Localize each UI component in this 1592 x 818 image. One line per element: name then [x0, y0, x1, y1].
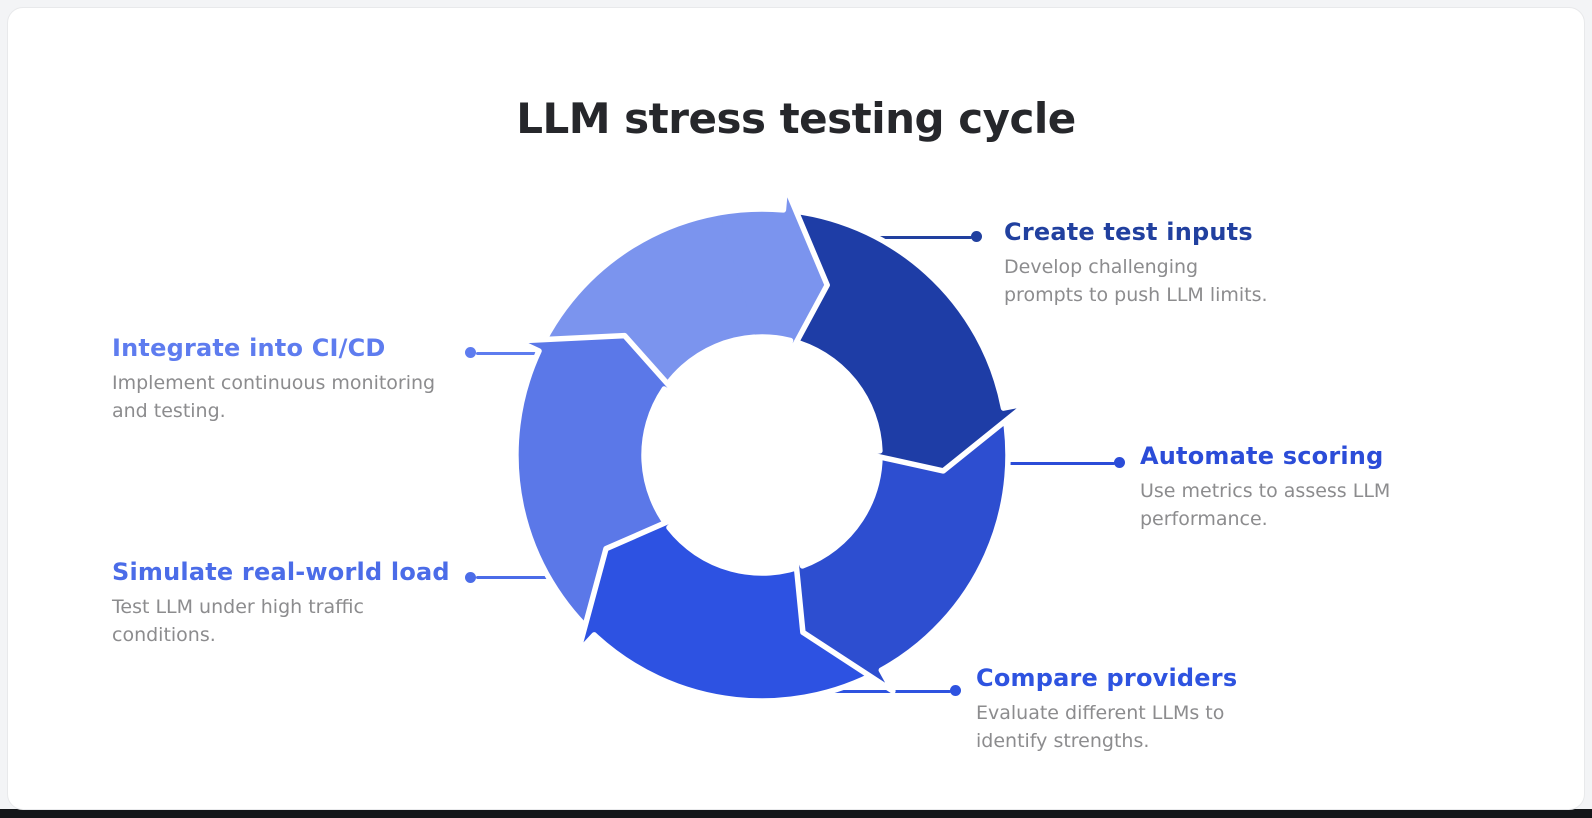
stage-heading: Simulate real-world load: [112, 558, 450, 586]
cycle-diagram: [482, 175, 1042, 735]
cycle-arrows-svg: [513, 183, 1030, 704]
connector-line-automate-scoring: [1000, 462, 1115, 465]
segment-integrate-cicd-head: [716, 183, 830, 367]
stage-heading: Compare providers: [976, 664, 1238, 692]
page-title: LLM stress testing cycle: [516, 94, 1076, 144]
stage-heading: Automate scoring: [1140, 442, 1384, 470]
stage-heading: Integrate into CI/CD: [112, 334, 386, 362]
stage-compare-providers: Compare providers Evaluate different LLM…: [976, 664, 1276, 755]
connector-line-simulate-load: [476, 576, 566, 579]
stage-automate-scoring: Automate scoring Use metrics to assess L…: [1140, 442, 1440, 533]
stage-description: Test LLM under high traffic conditions.: [112, 596, 364, 646]
stage-simulate-load: Simulate real-world load Test LLM under …: [112, 558, 452, 649]
connector-line-integrate-cicd: [476, 352, 562, 355]
stage-heading: Create test inputs: [1004, 218, 1253, 246]
connector-line-create-test-inputs: [864, 236, 972, 239]
stage-description: Evaluate different LLMs to identify stre…: [976, 702, 1225, 752]
stage-description: Implement continuous monitoring and test…: [112, 372, 436, 422]
connector-dot-compare-providers: [950, 685, 961, 696]
stage-description: Develop challenging prompts to push LLM …: [1004, 256, 1268, 306]
bottom-edge-bar: [0, 809, 1592, 818]
connector-dot-create-test-inputs: [971, 231, 982, 242]
stage-create-test-inputs: Create test inputs Develop challenging p…: [1004, 218, 1314, 309]
connector-dot-simulate-load: [465, 572, 476, 583]
connector-dot-automate-scoring: [1114, 457, 1125, 468]
connector-dot-integrate-cicd: [465, 347, 476, 358]
stage-integrate-cicd: Integrate into CI/CD Implement continuou…: [112, 334, 482, 425]
segment-automate-scoring: [791, 396, 1011, 694]
segment-compare-providers: [575, 510, 892, 704]
segment-create-test-inputs: [780, 207, 1030, 474]
stage-description: Use metrics to assess LLM performance.: [1140, 480, 1391, 530]
